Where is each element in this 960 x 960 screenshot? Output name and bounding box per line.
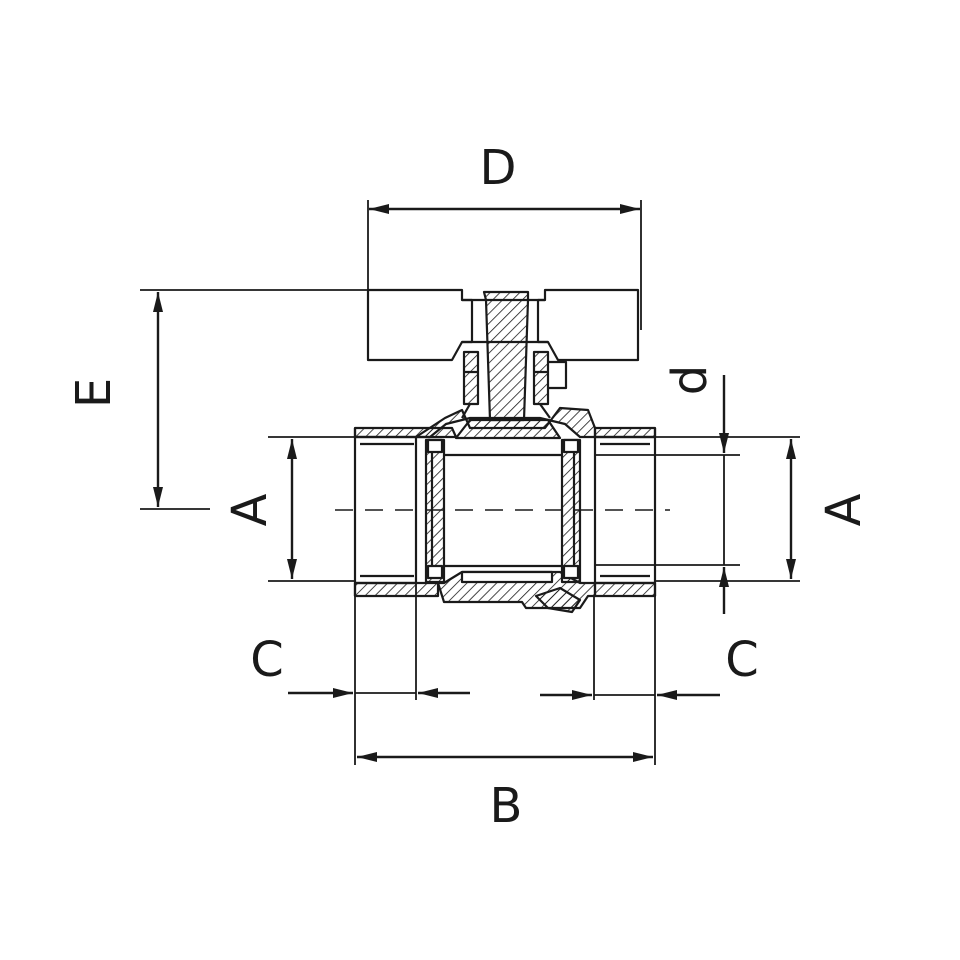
right-port [593, 428, 657, 596]
label-A-left: A [222, 493, 278, 526]
left-port [353, 428, 418, 596]
ball-bore [444, 453, 562, 568]
label-A-right: A [816, 493, 872, 526]
handle-left-wing [366, 288, 474, 362]
right-seat [560, 438, 582, 584]
dimensions [140, 200, 800, 765]
label-C-right: C [725, 632, 759, 688]
left-seat [424, 438, 446, 584]
stem [482, 290, 530, 422]
butterfly-handle-icon [366, 288, 640, 440]
handle-right-wing [536, 288, 640, 362]
right-end-wall-bottom [593, 581, 657, 598]
label-d: d [662, 365, 718, 395]
valve-body [353, 406, 657, 614]
right-end-wall-top [593, 426, 657, 439]
label-B: B [490, 778, 523, 834]
stem-nut [462, 350, 480, 406]
left-end-wall-bottom [353, 581, 440, 598]
label-D: D [480, 140, 517, 196]
label-C-left: C [250, 632, 284, 688]
label-E: E [66, 378, 122, 408]
